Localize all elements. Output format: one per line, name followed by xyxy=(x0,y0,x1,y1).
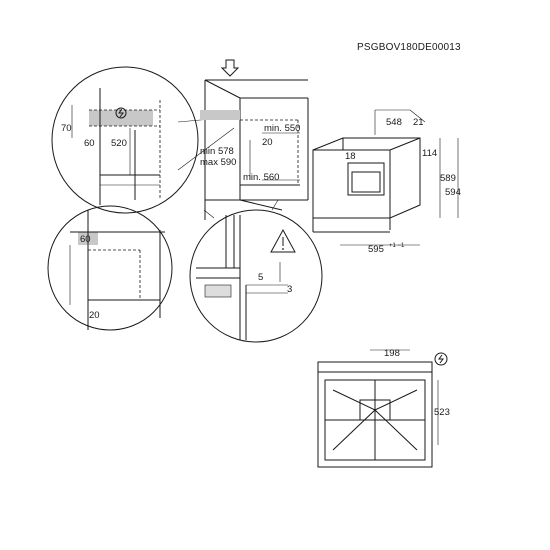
document-code: PSGBOV180DE00013 xyxy=(357,42,461,53)
dim-20: 20 xyxy=(89,310,100,321)
dim-18: 18 xyxy=(345,151,356,162)
dim-198: 198 xyxy=(384,348,400,359)
dim-max-590: max 590 xyxy=(200,157,236,168)
dim-589: 589 xyxy=(440,173,456,184)
dim-114: 114 xyxy=(422,148,437,159)
detail-circle-floor: 5 3 xyxy=(189,199,323,343)
oven-rear-view: 198 523 xyxy=(317,348,450,468)
dim-min-560: min. 560 xyxy=(243,172,279,183)
detail-circle-bottom: 60 20 xyxy=(47,205,173,331)
dim-min-578: min 578 xyxy=(200,146,234,157)
vent-arrow-icon xyxy=(220,59,240,77)
dim-min-550: min. 550 xyxy=(264,123,300,134)
dim-60: 60 xyxy=(80,234,91,245)
niche-cabinet: min. 550 20 min 578 max 590 min. 560 xyxy=(200,59,309,220)
oven-perspective: 548 21 18 114 589 594 595 +1 −1 xyxy=(312,109,461,255)
warning-icon xyxy=(270,228,296,253)
dim-520: 520 xyxy=(111,138,127,149)
power-icon xyxy=(115,107,127,119)
dim-523: 523 xyxy=(434,407,450,418)
dim-595: 595 xyxy=(368,244,384,255)
dim-70: 70 xyxy=(61,123,72,134)
dim-60: 60 xyxy=(84,138,95,149)
dim-548: 548 xyxy=(386,117,402,128)
dim-595-tolerance: +1 −1 xyxy=(389,243,405,249)
power-icon xyxy=(434,352,448,366)
detail-circle-top: 70 60 520 xyxy=(51,66,235,214)
dim-21: 21 xyxy=(413,117,424,128)
dim-3: 3 xyxy=(287,284,292,295)
dim-20: 20 xyxy=(262,137,273,148)
dim-5: 5 xyxy=(258,272,263,283)
dim-594: 594 xyxy=(445,187,461,198)
